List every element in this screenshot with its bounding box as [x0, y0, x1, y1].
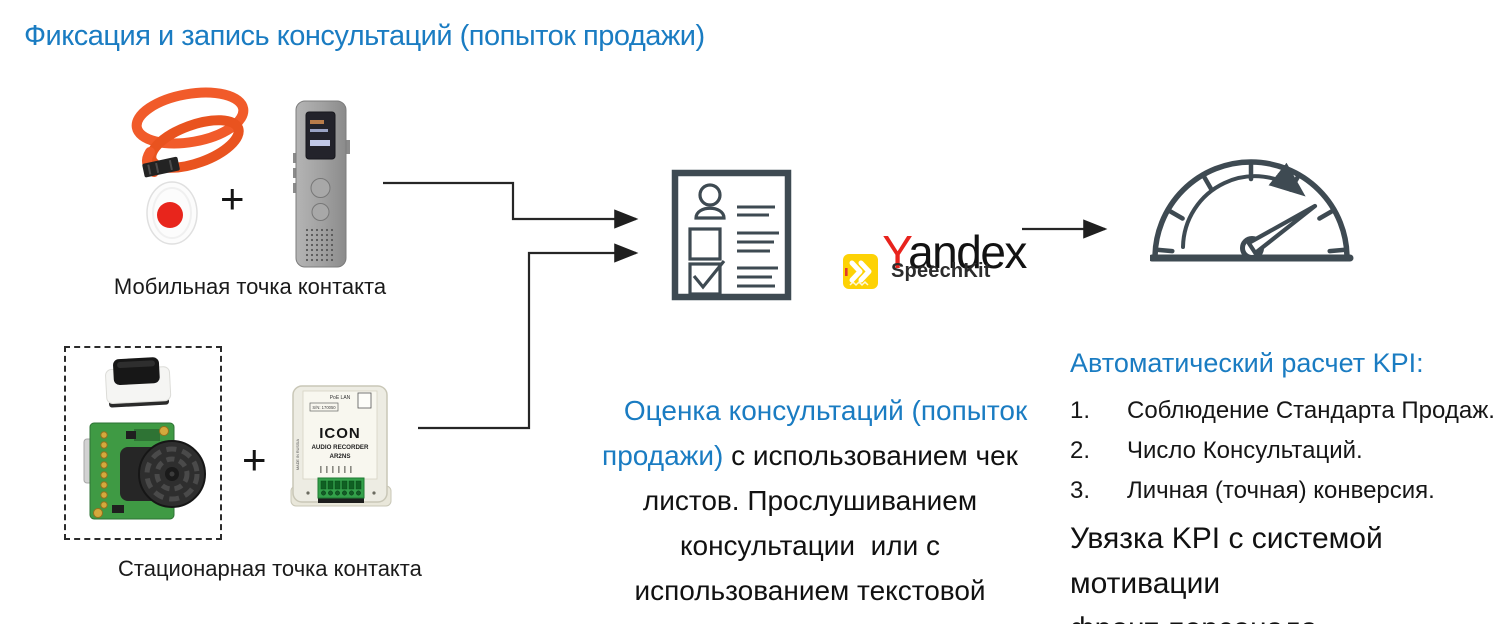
evaluation-highlight: Оценка консультаций (попыток продажи)	[602, 395, 1028, 471]
panic-button-red-button	[157, 202, 183, 228]
checklist-icon	[671, 169, 792, 301]
speechkit-logo: SpeechKit	[842, 253, 991, 290]
mobile-point-label: Мобильная точка контакта	[113, 274, 387, 299]
icon-box-poe-lan-text: PoE LAN	[330, 395, 351, 401]
plus-sign-stationary: +	[242, 436, 267, 483]
yandex-logo: Yandex	[838, 183, 1027, 321]
arrow-mobile-to-checklist	[383, 181, 639, 229]
kpi-block: Автоматический расчет KPI: 1. Соблюдение…	[1070, 347, 1512, 624]
ultrasonic-sensor-image	[83, 422, 206, 520]
evaluation-text: Оценка консультаций (попыток продажи) с …	[592, 343, 1028, 624]
kpi-item-text: Личная (точная) конверсия.	[1127, 477, 1435, 504]
kpi-item-number: 1.	[1070, 397, 1091, 424]
kpi-item-number: 3.	[1070, 477, 1091, 504]
icon-box-type-text: AUDIO RECORDER	[311, 444, 369, 451]
kpi-heading: Автоматический расчет KPI:	[1070, 348, 1424, 378]
yandex-logo-initial: Y	[882, 226, 909, 278]
evaluation-body: с использованием чек листов. Прослушиван…	[634, 440, 1018, 624]
kpi-item: 1. Соблюдение Стандарта Продаж.	[1070, 391, 1512, 431]
stationary-point-label: Стационарная точка контакта	[118, 556, 422, 581]
icon-box-serial-text: S/N: 170050	[312, 405, 336, 410]
kpi-footer: Увязка KPI с системой мотивации фронт-пе…	[1070, 522, 1383, 624]
gauge-needle	[1246, 203, 1318, 256]
kpi-item-number: 2.	[1070, 437, 1091, 464]
recorder-screen	[305, 111, 336, 160]
kpi-item-text: Соблюдение Стандарта Продаж.	[1127, 397, 1495, 424]
icon-audio-recorder-image: PoE LAN S/N: 170050 ICON AUDIO RECORDER …	[290, 385, 392, 507]
plus-sign-mobile: +	[220, 175, 245, 222]
microphone-cube-image	[105, 357, 172, 408]
gauge-icon	[1150, 159, 1354, 262]
kpi-item: 2. Число Консультаций.	[1070, 431, 1512, 471]
recorder-speaker-grille	[306, 226, 336, 262]
icon-box-model-text: AR2NS	[330, 453, 351, 460]
speechkit-icon	[843, 254, 878, 289]
kpi-item: 3. Личная (точная) конверсия.	[1070, 471, 1512, 511]
voice-recorder-image	[293, 100, 350, 268]
icon-box-brand-text: ICON	[319, 425, 361, 442]
kpi-item-text: Число Консультаций.	[1127, 437, 1363, 464]
yandex-logo-rest: andex	[908, 226, 1027, 278]
sensor-dashed-box	[64, 346, 222, 540]
page-title: Фиксация и запись консультаций (попыток …	[24, 20, 705, 52]
recorder-button-upper	[310, 178, 331, 198]
recorder-button-lower	[311, 203, 330, 221]
panic-button-lanyard-image	[131, 87, 249, 245]
lanyard-clip	[142, 156, 180, 178]
icon-box-side-text: MADE IN RUSSIA	[296, 439, 300, 470]
speechkit-label: SpeechKit	[891, 260, 991, 282]
gauge-rising-arrow	[1181, 162, 1306, 249]
